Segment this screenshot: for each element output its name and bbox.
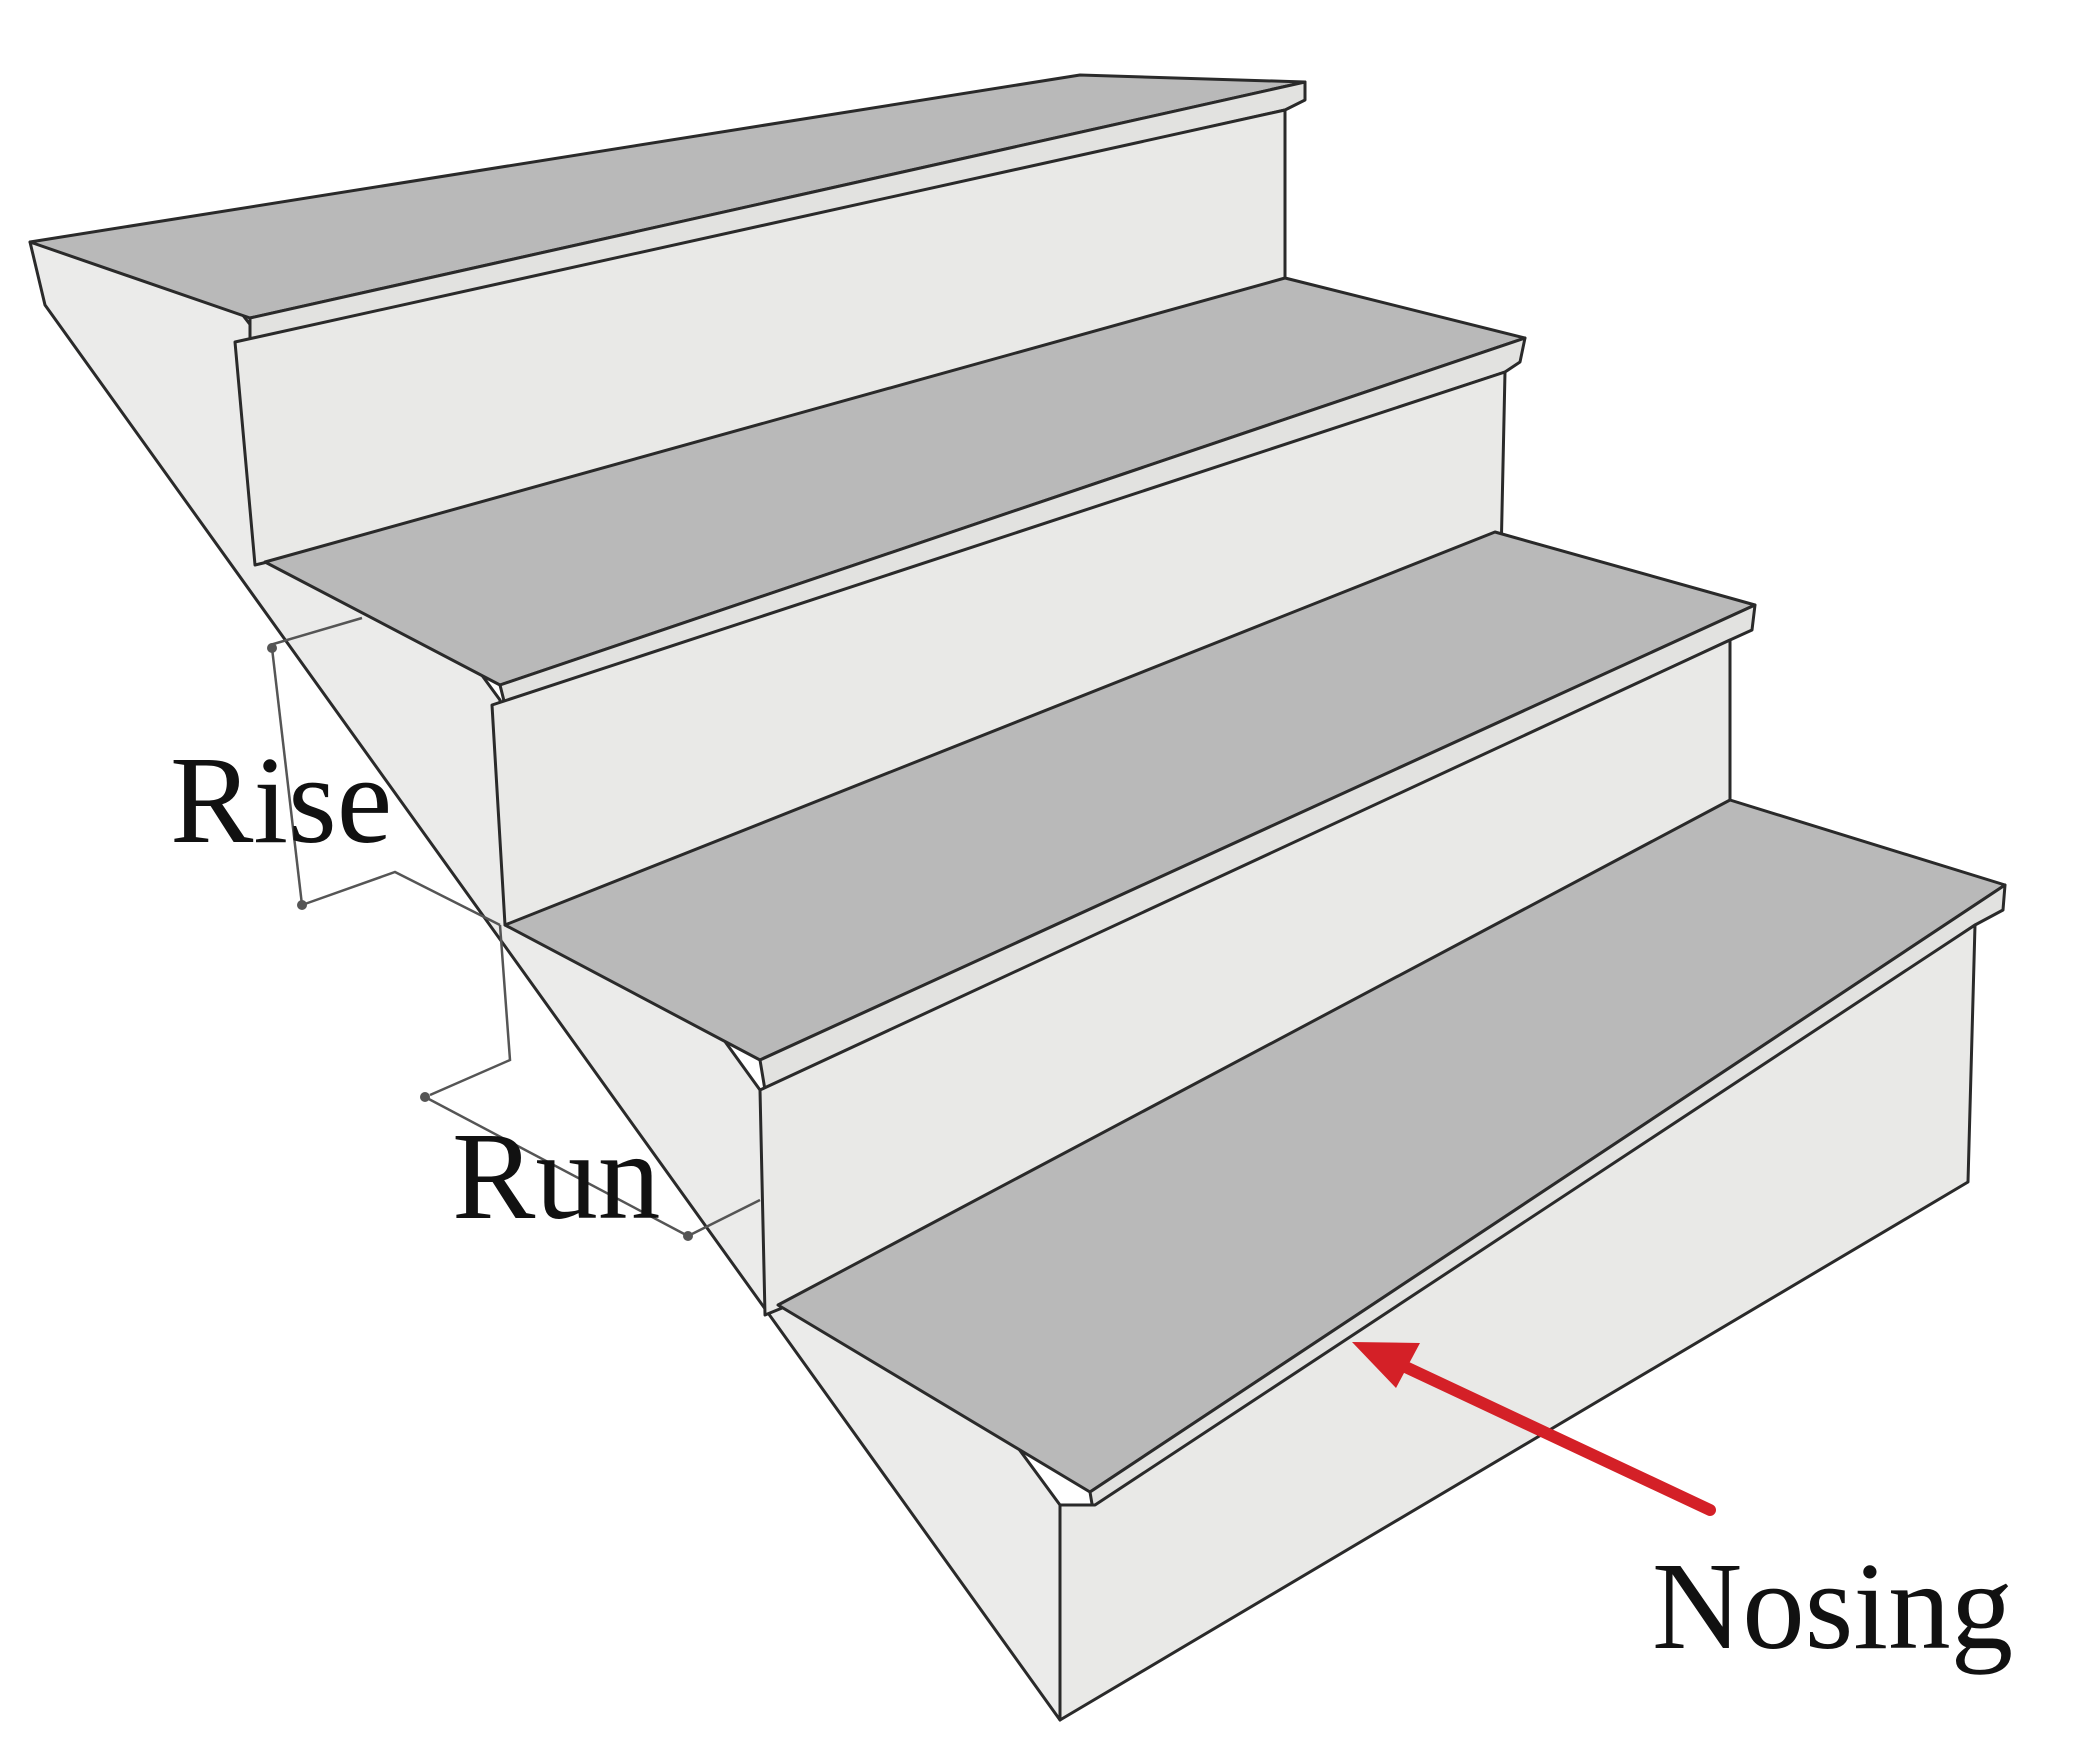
run-dimension-line [424, 1095, 689, 1238]
nosing-label: Nosing [1652, 1538, 2013, 1676]
rise-extension-top [269, 616, 363, 647]
run-label: Run [452, 1108, 660, 1246]
second-step [503, 530, 1757, 1317]
run-tick-top [420, 1092, 430, 1102]
rise-dimension [267, 616, 501, 927]
run-dimension [420, 924, 761, 1241]
bottom-step [776, 798, 2007, 1722]
top-step [28, 73, 1307, 567]
bottom-step-riser [1058, 923, 1977, 1722]
second-step-nosing [758, 603, 1757, 1092]
rise-dimension-line [270, 647, 304, 906]
rise-extension-bottom [301, 870, 501, 927]
nosing-arrow [1352, 1342, 1716, 1516]
nosing-arrow-head [1352, 1342, 1420, 1388]
run-tick-bottom [683, 1231, 693, 1241]
nosing-arrow-shaft [1389, 1356, 1716, 1516]
rise-tick-bottom [297, 900, 307, 910]
run-extension-bottom [687, 1198, 761, 1238]
third-step [263, 276, 1527, 927]
rise-label: Rise [170, 732, 392, 870]
rise-tick-top [267, 643, 277, 653]
run-extension-top [429, 924, 512, 1097]
